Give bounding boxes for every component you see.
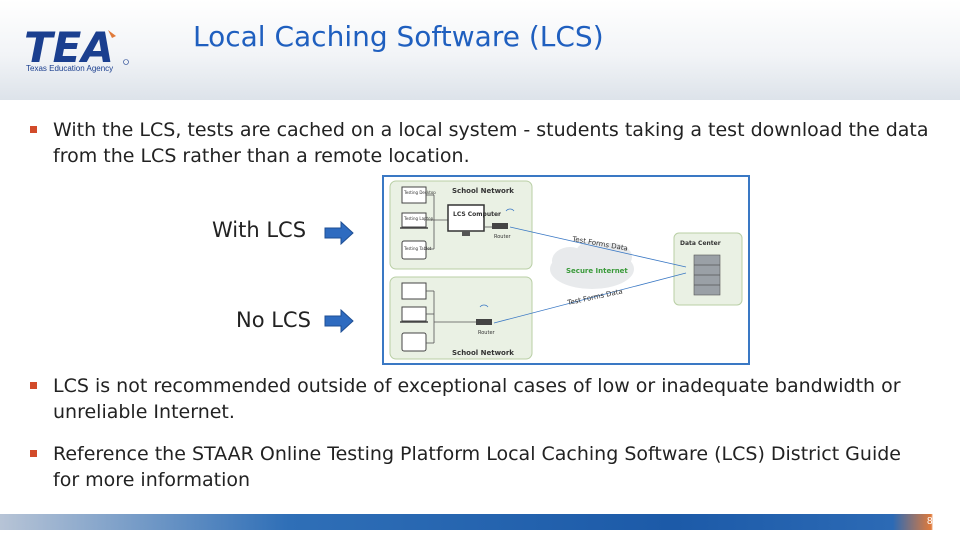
router-icon: Router <box>492 208 515 240</box>
footer-bar <box>0 514 960 530</box>
device-label: Testing Laptop <box>403 216 434 221</box>
with-lcs-label: With LCS <box>212 218 307 242</box>
bullet-item: LCS is not recommended outside of except… <box>30 373 930 425</box>
cloud-icon <box>550 241 634 289</box>
bullet-marker-icon <box>30 126 37 133</box>
bullet-item: With the LCS, tests are cached on a loca… <box>30 117 930 169</box>
device-label: Testing Tablet <box>403 246 432 251</box>
bullet-item: Reference the STAAR Online Testing Platf… <box>30 441 930 493</box>
router-icon: Router <box>476 304 496 336</box>
secure-internet-label: Secure Internet <box>566 267 628 275</box>
registered-mark-icon <box>123 59 129 65</box>
tea-logo: TEA <box>24 24 129 72</box>
data-flow-line <box>509 226 687 268</box>
bullet-marker-icon <box>30 382 37 389</box>
test-forms-bottom-label: Test Forms Data <box>566 287 624 307</box>
lcs-computer-icon: LCS Computer <box>447 204 501 236</box>
bullet-text: LCS is not recommended outside of except… <box>53 375 901 423</box>
arrow-right-icon <box>324 309 354 333</box>
testing-tablet-icon <box>401 332 427 352</box>
bullet-text: Reference the STAAR Online Testing Platf… <box>53 443 901 491</box>
network-diagram-svg: School Network School Network Testing De… <box>389 180 743 360</box>
bullet-text: With the LCS, tests are cached on a loca… <box>53 119 929 167</box>
bullet-marker-icon <box>30 450 37 457</box>
page-number: 8 <box>927 516 933 527</box>
testing-tablet-icon: Testing Tablet <box>401 240 432 260</box>
school-network-bottom-label: School Network <box>452 349 514 357</box>
logo-cap-icon <box>108 30 116 38</box>
testing-laptop-icon <box>400 306 428 323</box>
database-icon <box>693 254 721 296</box>
device-label: Testing Desktop <box>403 190 436 195</box>
school-network-top-label: School Network <box>452 187 514 195</box>
lcs-computer-label: LCS Computer <box>453 211 501 218</box>
router-top-label: Router <box>494 234 512 240</box>
data-flow-line <box>493 272 687 324</box>
testing-desktop-icon <box>401 282 427 300</box>
page-title: Local Caching Software (LCS) <box>193 20 604 53</box>
logo-text: TEA <box>24 24 114 72</box>
no-lcs-label: No LCS <box>236 308 311 332</box>
data-center-label: Data Center <box>680 240 721 247</box>
router-bottom-label: Router <box>478 330 496 336</box>
lcs-network-diagram: School Network School Network Testing De… <box>382 175 750 365</box>
logo-subtitle: Texas Education Agency <box>26 64 114 73</box>
arrow-right-icon <box>324 221 354 245</box>
header-band <box>0 0 960 100</box>
